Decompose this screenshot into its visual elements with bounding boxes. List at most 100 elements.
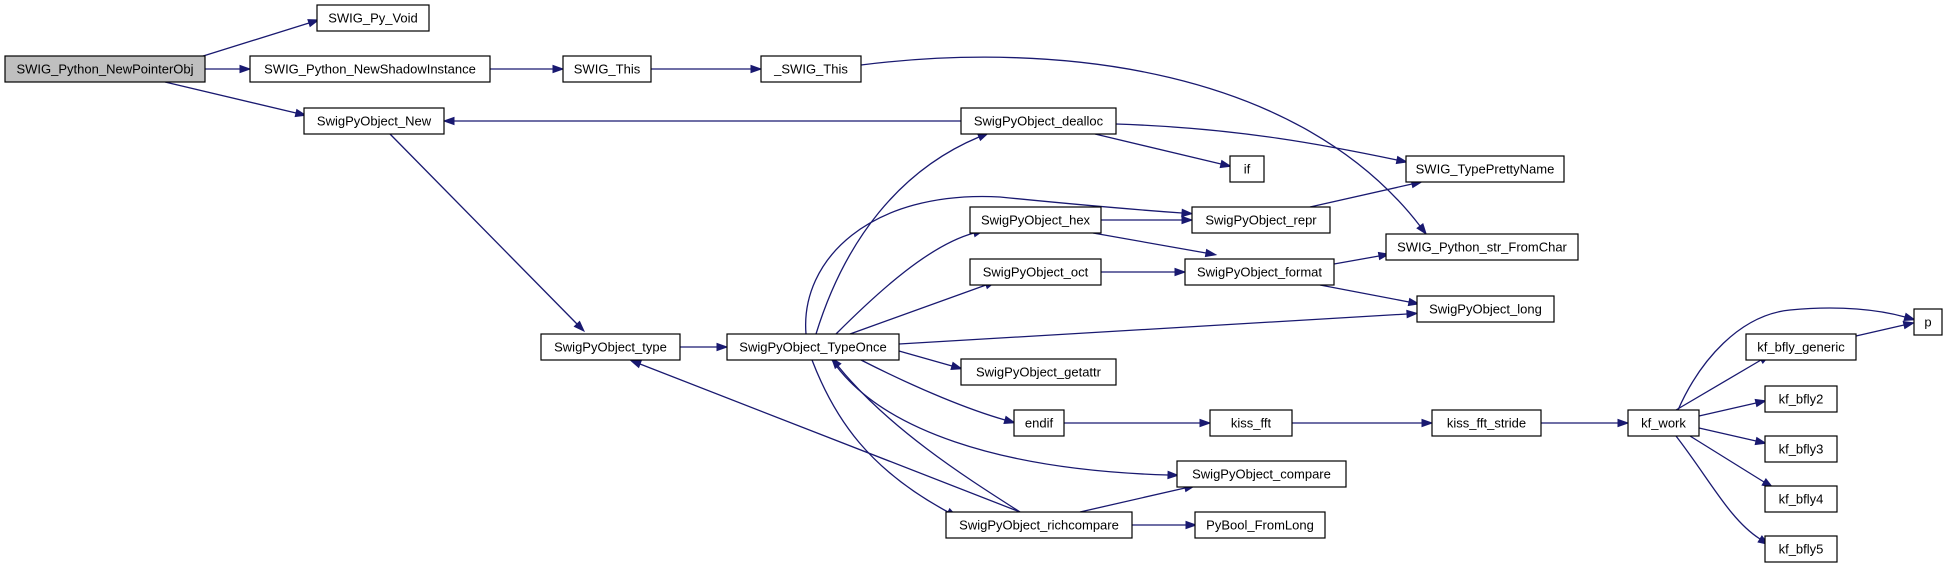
node-label: SWIG_Python_NewPointerObj — [16, 62, 193, 77]
node-box — [1745, 333, 1857, 361]
arrowhead — [1406, 309, 1419, 319]
edge-swigpyobject-typeonce-to-swigpyobject-getattr — [898, 350, 964, 371]
node-kf-work[interactable]: kf_work — [1627, 409, 1700, 437]
node-p[interactable]: p — [1913, 308, 1943, 336]
node-label: SwigPyObject_richcompare — [959, 518, 1119, 533]
edge-swigpyobject-dealloc-to-swigpyobject-new — [442, 116, 961, 126]
node-swigpyobject-hex[interactable]: SwigPyObject_hex — [969, 206, 1102, 234]
node-kf-bfly3[interactable]: kf_bfly3 — [1764, 435, 1838, 463]
node-box — [1184, 258, 1335, 286]
edge-swig-this-to-swig-this — [651, 64, 763, 74]
node-label: SwigPyObject_oct — [983, 265, 1089, 280]
node-swigpyobject-compare[interactable]: SwigPyObject_compare — [1176, 460, 1347, 488]
node-label: SwigPyObject_New — [317, 114, 432, 129]
edge-line — [811, 359, 949, 513]
edge-line — [164, 81, 297, 114]
edge-swigpyobject-typeonce-to-endif — [860, 359, 1017, 425]
edge-line — [1689, 435, 1765, 483]
edge-line — [837, 365, 1021, 513]
edge-swig-python-newpointerobj-to-swigpyobject-new — [164, 81, 308, 118]
edge-line — [1698, 402, 1757, 417]
arrowhead — [1617, 418, 1630, 428]
node-swigpyobject-oct[interactable]: SwigPyObject_oct — [969, 258, 1102, 286]
edge-line — [1092, 232, 1207, 254]
node-box — [1194, 511, 1326, 539]
node-if[interactable]: if — [1229, 155, 1265, 183]
node-kf-bfly-generic[interactable]: kf_bfly_generic — [1745, 333, 1857, 361]
edge-swigpyobject-typeonce-to-swigpyobject-long — [898, 309, 1419, 345]
node-kf-bfly5[interactable]: kf_bfly5 — [1764, 535, 1838, 563]
arrowhead — [1902, 320, 1916, 330]
node-label: SWIG_Python_NewShadowInstance — [264, 62, 476, 77]
node-kf-bfly4[interactable]: kf_bfly4 — [1764, 485, 1838, 513]
node-box — [1176, 460, 1347, 488]
node-endif[interactable]: endif — [1013, 409, 1065, 437]
node-label: kf_bfly2 — [1779, 392, 1824, 407]
edge-swigpyobject-dealloc-to-if — [1094, 133, 1233, 169]
node-box — [1913, 308, 1943, 336]
node-label: SwigPyObject_long — [1429, 302, 1542, 317]
arrowhead — [1416, 222, 1427, 236]
edge-swigpyobject-format-to-swig-python-str-fromchar — [1333, 251, 1391, 265]
node-swig-this[interactable]: _SWIG_This — [760, 55, 862, 83]
edge-line — [1079, 487, 1186, 513]
node-box — [1013, 409, 1065, 437]
arrowhead — [1903, 312, 1917, 322]
node-swigpyobject-getattr[interactable]: SwigPyObject_getattr — [960, 358, 1117, 386]
node-swig-python-newshadowinstance[interactable]: SWIG_Python_NewShadowInstance — [249, 55, 491, 83]
arrowhead — [307, 19, 320, 28]
node-box — [1229, 155, 1265, 183]
edge-swigpyobject-format-to-swigpyobject-long — [1319, 284, 1421, 307]
node-kiss-fft-stride[interactable]: kiss_fft_stride — [1431, 409, 1542, 437]
arrowhead — [750, 64, 763, 74]
node-swigpyobject-type[interactable]: SwigPyObject_type — [540, 333, 681, 361]
node-label: endif — [1025, 416, 1054, 431]
node-kiss-fft[interactable]: kiss_fft — [1209, 409, 1293, 437]
node-swigpyobject-typeonce[interactable]: SwigPyObject_TypeOnce — [726, 333, 900, 361]
node-box — [960, 358, 1117, 386]
node-swig-typeprettyname[interactable]: SWIG_TypePrettyName — [1405, 155, 1565, 183]
arrowhead — [1003, 415, 1017, 425]
node-label: kiss_fft_stride — [1447, 416, 1526, 431]
edge-swigpyobject-richcompare-to-pybool-fromlong — [1132, 520, 1198, 530]
edge-kiss-fft-stride-to-kf-work — [1541, 418, 1630, 428]
node-box — [760, 55, 862, 83]
node-swig-python-str-fromchar[interactable]: SWIG_Python_str_FromChar — [1385, 233, 1579, 261]
node-box — [945, 511, 1133, 539]
node-box — [960, 107, 1117, 135]
node-swigpyobject-new[interactable]: SwigPyObject_New — [303, 107, 445, 135]
node-swigpyobject-format[interactable]: SwigPyObject_format — [1184, 258, 1335, 286]
node-box — [1191, 206, 1331, 234]
edge-swig-python-newpointerobj-to-swig-python-newshadowinstance — [205, 64, 252, 74]
edge-line — [860, 56, 1421, 227]
arrowhead — [552, 64, 565, 74]
node-box — [316, 4, 430, 32]
edge-line — [1309, 183, 1413, 208]
node-box — [1209, 409, 1293, 437]
node-pybool-fromlong[interactable]: PyBool_FromLong — [1194, 511, 1326, 539]
edge-line — [835, 232, 975, 335]
arrowhead — [1421, 418, 1434, 428]
node-kf-bfly2[interactable]: kf_bfly2 — [1764, 385, 1838, 413]
node-swig-py-void[interactable]: SWIG_Py_Void — [316, 4, 430, 32]
edge-swigpyobject-richcompare-to-swigpyobject-typeonce — [830, 357, 1021, 513]
edge-swigpyobject-hex-to-swigpyobject-format — [1092, 232, 1218, 258]
node-box — [249, 55, 491, 83]
arrowhead — [1407, 297, 1421, 307]
node-swigpyobject-dealloc[interactable]: SwigPyObject_dealloc — [960, 107, 1117, 135]
node-label: SwigPyObject_dealloc — [974, 114, 1104, 129]
node-swig-this[interactable]: SWIG_This — [562, 55, 652, 83]
node-box — [4, 55, 206, 83]
node-swigpyobject-richcompare[interactable]: SwigPyObject_richcompare — [945, 511, 1133, 539]
edge-kf-work-to-p — [1677, 307, 1917, 411]
arrowhead — [1185, 520, 1198, 530]
node-swigpyobject-repr[interactable]: SwigPyObject_repr — [1191, 206, 1331, 234]
edge-swigpyobject-new-to-swigpyobject-type — [389, 133, 586, 333]
node-label: kf_bfly3 — [1779, 442, 1824, 457]
node-swigpyobject-long[interactable]: SwigPyObject_long — [1416, 295, 1555, 323]
node-box — [540, 333, 681, 361]
node-label: p — [1924, 315, 1931, 330]
node-label: SwigPyObject_format — [1197, 265, 1322, 280]
edge-kf-bfly-generic-to-p — [1855, 320, 1916, 337]
node-swig-python-newpointerobj[interactable]: SWIG_Python_NewPointerObj — [4, 55, 206, 83]
